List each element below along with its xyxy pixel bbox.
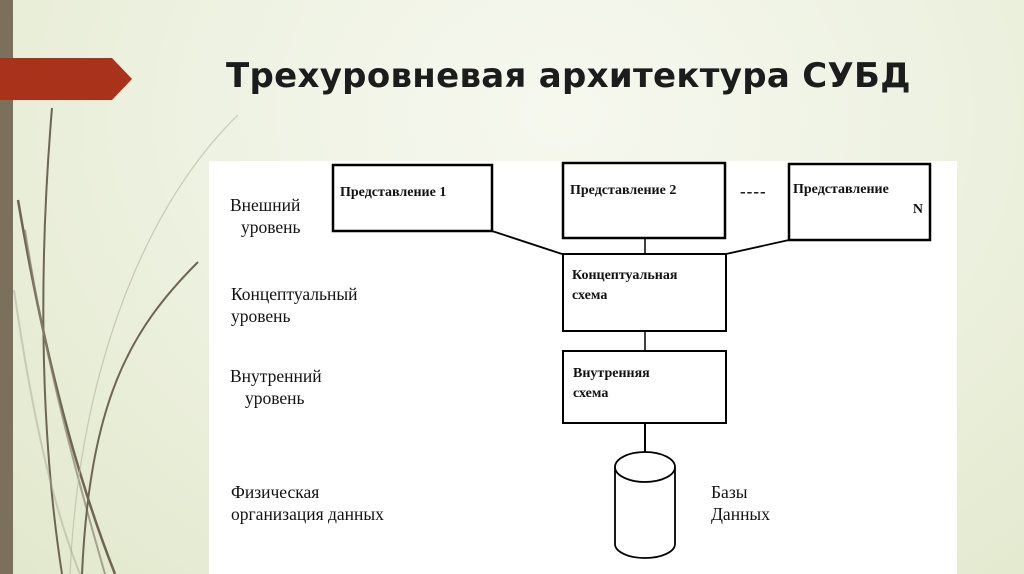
conceptual-schema-line1: Концептуальная <box>572 268 678 283</box>
level-conceptual-line1: Концептуальный <box>231 284 358 304</box>
level-conceptual-label: Концептуальный уровень <box>231 283 357 327</box>
view-1-label: Представление 1 <box>340 185 447 200</box>
internal-schema-label: Внутренняя схема <box>573 364 650 404</box>
database-cylinder-icon <box>614 451 676 559</box>
level-internal-line2: уровень <box>245 388 305 408</box>
sidebar-stripe <box>0 0 13 574</box>
view-n-label-suffix: N <box>912 202 923 217</box>
conceptual-schema-line2: схема <box>572 288 608 303</box>
view-box-2 <box>561 161 727 240</box>
internal-schema-box <box>562 350 727 424</box>
internal-schema-line1: Внутренняя <box>573 366 650 381</box>
title-arrow-banner <box>0 58 132 100</box>
slide-title: Трехуровневая архитектура СУБД <box>226 56 911 96</box>
view-2-label: Представление 2 <box>570 183 677 198</box>
connector-view1-conceptual <box>491 230 563 255</box>
conceptual-schema-label: Концептуальная схема <box>572 266 677 306</box>
conceptual-schema-box <box>562 253 727 332</box>
view-box-n <box>787 162 932 242</box>
level-physical-line1: Физическая <box>231 482 320 502</box>
level-internal-label: Внутренний уровень <box>230 365 322 409</box>
level-physical-label: Физическая организация данных <box>231 481 384 525</box>
database-label-line1: Базы <box>711 482 748 502</box>
level-external-label: Внешний уровень <box>230 194 301 238</box>
level-external-line1: Внешний <box>230 195 301 215</box>
level-physical-line2: организация данных <box>231 504 384 524</box>
view-n-label-line1: Представление <box>793 182 889 197</box>
view-n-label: Представление N <box>793 180 923 220</box>
ellipsis-separator: ---- <box>740 182 767 201</box>
level-internal-line1: Внутренний <box>230 366 322 386</box>
database-label-line2: Данных <box>711 504 770 524</box>
database-label: Базы Данных <box>711 481 770 525</box>
connector-viewn-conceptual <box>725 239 790 255</box>
internal-schema-line2: схема <box>573 386 609 401</box>
decorative-curves <box>13 107 239 574</box>
architecture-diagram <box>331 161 932 559</box>
level-external-line2: уровень <box>241 217 301 237</box>
view-box-1 <box>331 163 494 233</box>
diagram-panel: Внешний уровень Концептуальный уровень В… <box>209 161 957 574</box>
level-conceptual-line2: уровень <box>231 306 291 326</box>
